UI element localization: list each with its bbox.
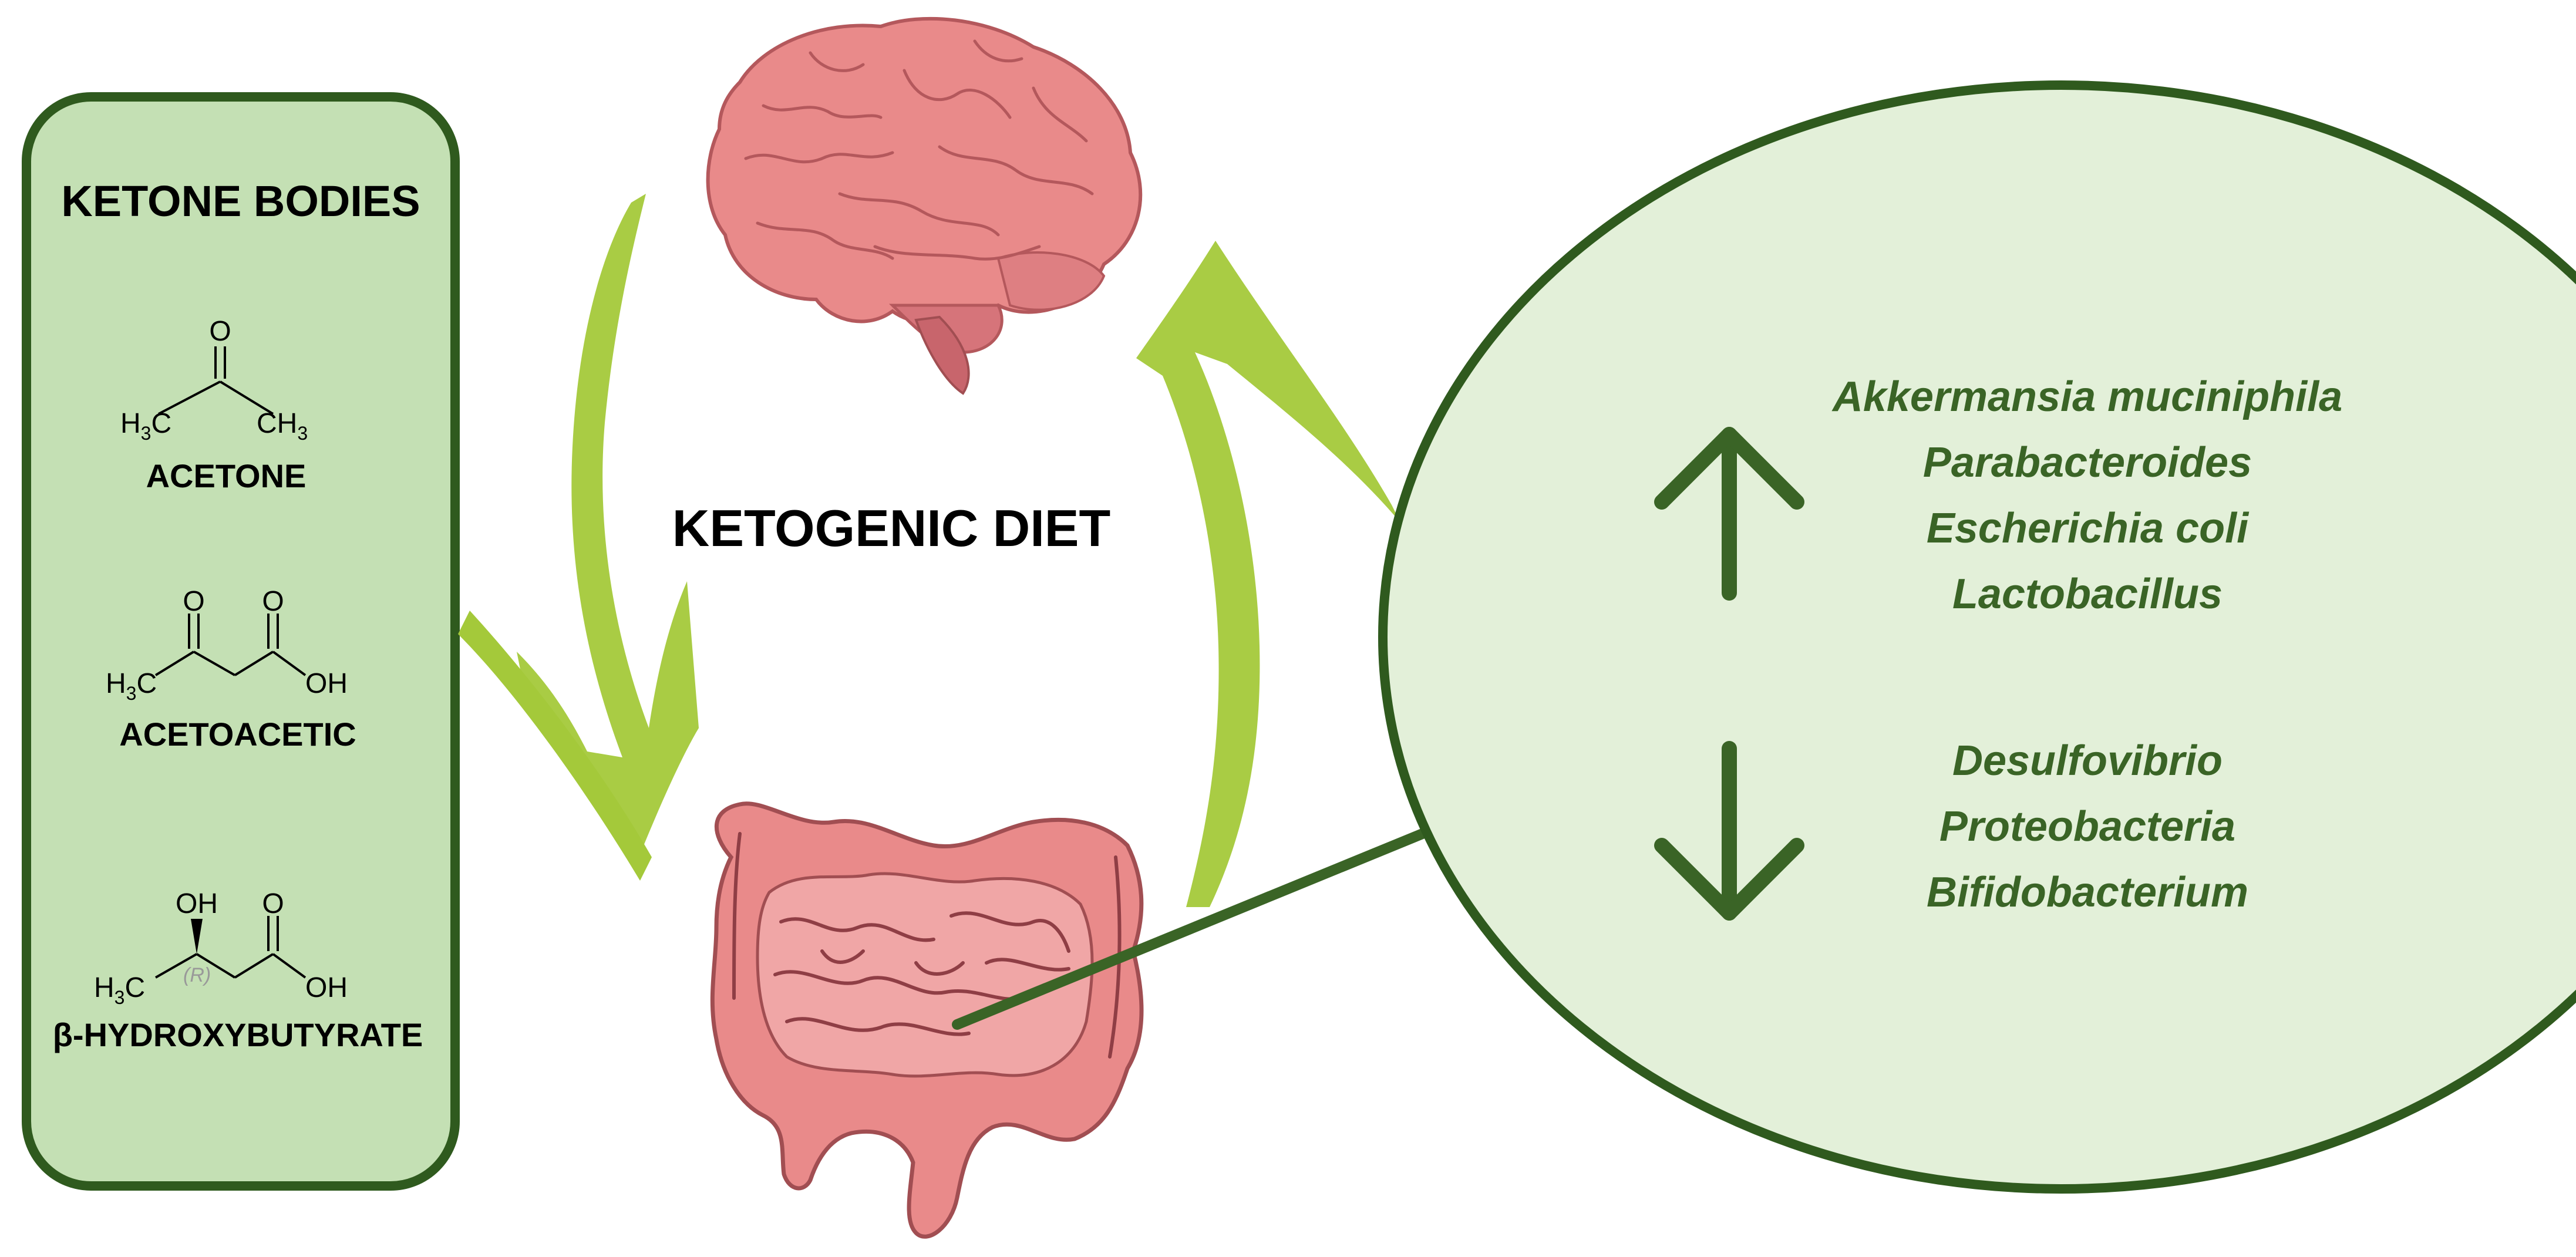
increased-bacterium: Escherichia coli (1927, 505, 2250, 552)
decreased-bacteria-list: Desulfovibrio Proteobacteria Bifidobacte… (1927, 737, 2248, 916)
bhb-o: O (262, 888, 284, 919)
acetone-label: ACETONE (146, 457, 307, 494)
bhb-oh: OH (305, 972, 348, 1003)
acetoacetic-structure (154, 614, 307, 676)
decreased-bacterium: Proteobacteria (1939, 803, 2235, 850)
acetone-h3c: H3C (120, 408, 171, 444)
microbiota-panel: Akkermansia muciniphila Parabacteroides … (1378, 80, 2576, 1194)
microbiota-circle (1378, 80, 2576, 1194)
acetone-structure (158, 346, 274, 415)
acetone-ch3: CH3 (257, 408, 308, 444)
bhb-h3c: H3C (94, 972, 145, 1008)
acetoacetic-oh: OH (305, 668, 348, 699)
increased-bacteria-list: Akkermansia muciniphila Parabacteroides … (1831, 373, 2342, 618)
bhb-wedge-bond (191, 919, 203, 954)
ketone-panel-box (22, 92, 460, 1191)
increased-bacterium: Parabacteroides (1923, 439, 2252, 486)
arrow-down-icon (1654, 741, 1804, 921)
acetone-o: O (209, 316, 231, 347)
acetoacetic-o2: O (262, 586, 284, 617)
bhb-stereo: (R) (183, 964, 211, 986)
down-flow-arrow (458, 194, 699, 881)
ketone-panel-title: KETONE BODIES (61, 177, 420, 225)
intestine-icon (710, 801, 1144, 1239)
bhb-structure (155, 916, 307, 979)
acetoacetic-h3c: H3C (106, 668, 157, 704)
increased-bacterium: Akkermansia muciniphila (1831, 373, 2342, 420)
brain-icon (706, 16, 1143, 395)
up-flow-arrow (1136, 241, 1400, 907)
decreased-bacterium: Desulfovibrio (1952, 737, 2223, 784)
arrow-up-icon (1654, 427, 1804, 601)
center-label: KETOGENIC DIET (672, 499, 1110, 557)
increased-bacterium: Lactobacillus (1952, 571, 2223, 618)
decreased-bacterium: Bifidobacterium (1927, 869, 2248, 916)
acetoacetic-o1: O (183, 586, 204, 617)
ketone-bodies-panel: KETONE BODIES O H3C CH3 ACETONE O O H3C … (22, 92, 460, 1191)
connector-line (952, 805, 1485, 1030)
bhb-oh-top: OH (176, 888, 218, 919)
bhb-label: β-HYDROXYBUTYRATE (53, 1016, 423, 1053)
acetoacetic-label: ACETOACETIC (119, 716, 356, 753)
